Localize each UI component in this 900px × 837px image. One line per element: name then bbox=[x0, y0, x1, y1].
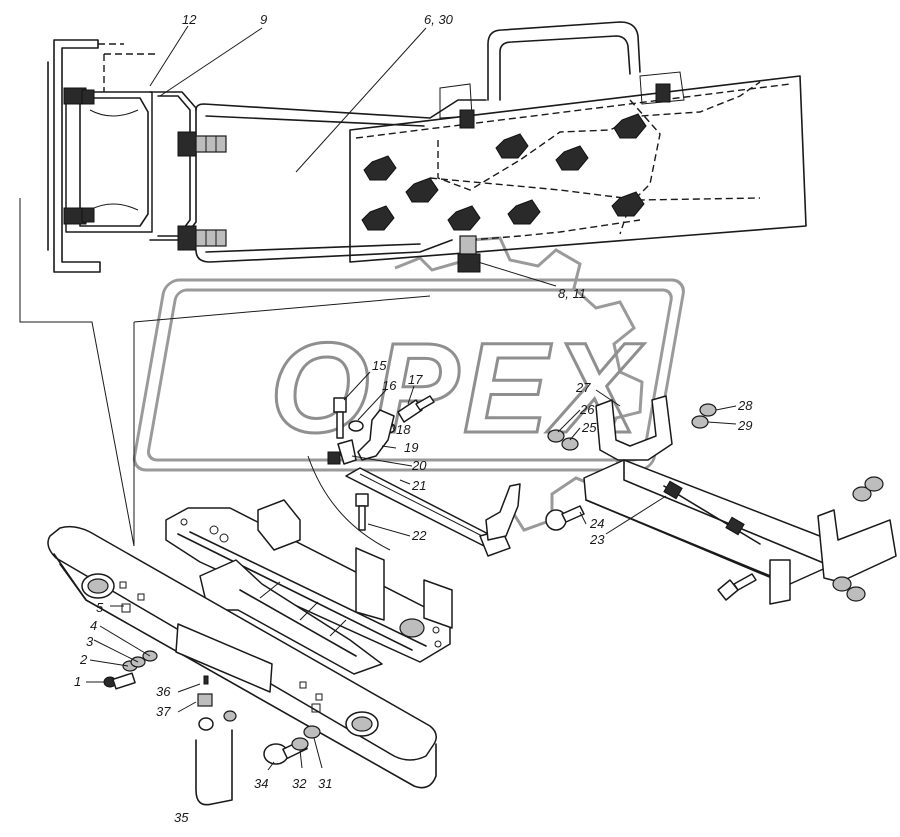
leader-lines bbox=[86, 25, 737, 771]
callout-2: 2 bbox=[79, 652, 88, 667]
callout-8-11: 8, 11 bbox=[558, 286, 586, 301]
callout-19: 19 bbox=[404, 440, 418, 455]
watermark-frame-inner bbox=[146, 288, 673, 462]
callout-5: 5 bbox=[96, 600, 104, 615]
callout-34: 34 bbox=[254, 776, 268, 791]
callout-29: 29 bbox=[737, 418, 752, 433]
callout-labels: 12 9 6, 30 8, 11 15 16 17 18 19 20 21 22… bbox=[74, 12, 753, 825]
watermark-text: OPEX bbox=[270, 317, 644, 460]
callout-32: 32 bbox=[292, 776, 307, 791]
bumper bbox=[47, 525, 437, 806]
crossmember bbox=[165, 499, 453, 675]
right-bracket-assembly bbox=[545, 395, 897, 605]
callout-15: 15 bbox=[372, 358, 387, 373]
callout-20: 20 bbox=[411, 458, 427, 473]
callout-3: 3 bbox=[86, 634, 94, 649]
callout-17: 17 bbox=[408, 372, 423, 387]
callout-6-30: 6, 30 bbox=[424, 12, 454, 27]
callout-4: 4 bbox=[90, 618, 97, 633]
callout-12: 12 bbox=[182, 12, 197, 27]
callout-28: 28 bbox=[737, 398, 753, 413]
top-frame-assembly bbox=[47, 21, 807, 273]
bracket-parts-group bbox=[327, 395, 521, 557]
callout-27: 27 bbox=[575, 380, 591, 395]
callout-35: 35 bbox=[174, 810, 189, 825]
opex-watermark: OPEX bbox=[132, 236, 685, 532]
callout-9: 9 bbox=[260, 12, 267, 27]
callout-24: 24 bbox=[589, 516, 604, 531]
callout-23: 23 bbox=[589, 532, 605, 547]
callout-16: 16 bbox=[382, 378, 397, 393]
callout-37: 37 bbox=[156, 704, 171, 719]
callout-36: 36 bbox=[156, 684, 171, 699]
callout-25: 25 bbox=[581, 420, 597, 435]
callout-22: 22 bbox=[411, 528, 427, 543]
callout-26: 26 bbox=[579, 402, 595, 417]
callout-31: 31 bbox=[318, 776, 332, 791]
watermark-frame-outer bbox=[132, 278, 685, 472]
callout-21: 21 bbox=[411, 478, 426, 493]
callout-1: 1 bbox=[74, 674, 81, 689]
callout-18: 18 bbox=[396, 422, 411, 437]
